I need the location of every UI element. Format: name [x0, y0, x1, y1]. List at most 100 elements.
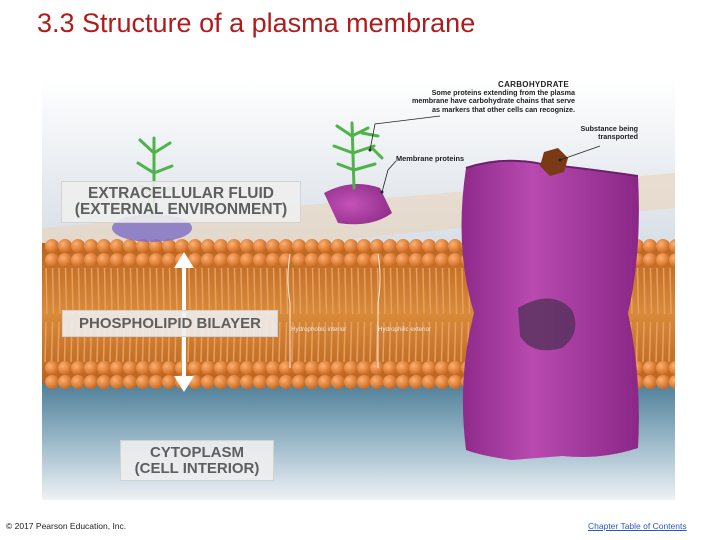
phospholipid-head: [357, 239, 371, 253]
fatty-acid-tail: [415, 267, 419, 315]
phospholipid-head: [214, 253, 228, 267]
phospholipid-head: [435, 239, 449, 253]
phospholipid-head: [240, 253, 254, 267]
fatty-acid-tail: [71, 267, 74, 315]
fatty-acid-tail: [643, 267, 646, 315]
fatty-acid-tail: [64, 267, 68, 315]
fatty-acid-tail: [44, 321, 47, 363]
fatty-acid-tail: [246, 267, 250, 315]
phospholipid-head: [123, 375, 137, 389]
fatty-acid-tail: [285, 267, 289, 315]
carbohydrate-chain-center: [332, 121, 384, 190]
phospholipid-head: [214, 239, 228, 253]
fatty-acid-tail: [284, 321, 288, 363]
phospholipid-head: [188, 361, 202, 375]
phospholipid-head: [396, 239, 410, 253]
fatty-acid-tail: [136, 267, 139, 315]
phospholipid-head: [136, 253, 150, 267]
phospholipid-head: [201, 375, 215, 389]
fatty-acid-tail: [149, 267, 152, 315]
extracellular-fluid-label-line: EXTRACELLULAR FLUID: [88, 185, 274, 202]
phospholipid-head: [370, 239, 384, 253]
phospholipid-head: [318, 239, 332, 253]
phospholipid-head: [422, 239, 436, 253]
phospholipid-head: [318, 361, 332, 375]
phospholipid-head: [318, 253, 332, 267]
fatty-acid-tail: [310, 321, 314, 363]
fatty-acid-tail: [51, 267, 55, 315]
phospholipid-head: [292, 375, 306, 389]
fatty-acid-tail: [84, 267, 87, 315]
phospholipid-head: [97, 361, 111, 375]
fatty-acid-tail: [668, 321, 671, 363]
fatty-acid-tail: [337, 267, 341, 315]
fatty-acid-tail: [655, 321, 658, 363]
fatty-acid-tail: [401, 321, 405, 363]
phospholipid-head: [58, 361, 72, 375]
substance-annotation-line: Substance being: [580, 124, 638, 133]
fatty-acid-tail: [129, 267, 133, 315]
fatty-acid-tail: [123, 267, 126, 315]
fatty-acid-tail: [375, 321, 379, 363]
fatty-acid-tail: [292, 267, 295, 315]
phospholipid-head: [422, 361, 436, 375]
fatty-acid-tail: [422, 267, 425, 315]
phospholipid-head: [409, 375, 423, 389]
fatty-acid-tail: [642, 321, 645, 363]
fatty-acid-tail: [110, 267, 113, 315]
phospholipid-head: [162, 361, 176, 375]
fatty-acid-tail: [278, 321, 281, 363]
layer-brackets: [287, 253, 381, 368]
phospholipid-head: [253, 239, 267, 253]
fatty-acid-tail: [103, 267, 107, 315]
fatty-acid-tail: [349, 321, 353, 363]
phospholipid-head: [292, 239, 306, 253]
phospholipid-head: [370, 375, 384, 389]
fatty-acid-tail: [266, 267, 269, 315]
phospholipid-head: [643, 253, 657, 267]
phospholipid-head: [97, 375, 111, 389]
fatty-acid-tail: [656, 267, 659, 315]
phospholipid-head: [162, 239, 176, 253]
phospholipid-head: [253, 375, 267, 389]
substance-annotation: Substance being transported: [560, 124, 638, 142]
phospholipid-head: [136, 375, 150, 389]
fatty-acid-tail: [453, 321, 457, 363]
fatty-acid-tail: [272, 267, 276, 315]
phospholipid-bilayer-label: PHOSPHOLIPID BILAYER: [62, 310, 278, 337]
copyright-notice: © 2017 Pearson Education, Inc.: [6, 521, 127, 531]
phospholipid-head: [435, 253, 449, 267]
fatty-acid-tail: [207, 267, 211, 315]
phospholipid-head: [175, 239, 189, 253]
phospholipid-head: [656, 239, 670, 253]
phospholipid-head: [253, 253, 267, 267]
fatty-acid-tail: [324, 267, 328, 315]
fatty-acid-tail: [362, 321, 366, 363]
phospholipid-head: [383, 375, 397, 389]
transported-substance: [540, 148, 568, 176]
phospholipid-head: [292, 253, 306, 267]
phospholipid-head: [279, 375, 293, 389]
fatty-acid-tail: [142, 267, 146, 315]
fatty-acid-tail: [441, 267, 445, 315]
phospholipid-head: [396, 375, 410, 389]
phospholipid-head: [149, 361, 163, 375]
phospholipid-head: [656, 361, 670, 375]
fatty-acid-tail: [57, 321, 60, 363]
phospholipid-head: [305, 375, 319, 389]
cytoplasm-label-line: (CELL INTERIOR): [134, 459, 260, 477]
phospholipid-head: [383, 253, 397, 267]
membrane-illustration: [42, 78, 675, 500]
phospholipid-head: [84, 253, 98, 267]
phospholipid-head: [266, 375, 280, 389]
phospholipid-head: [110, 375, 124, 389]
phospholipid-head: [110, 239, 124, 253]
fatty-acid-tail: [168, 267, 172, 315]
fatty-acid-tail: [402, 267, 406, 315]
fatty-acid-tail: [427, 321, 431, 363]
fatty-acid-tail: [77, 267, 81, 315]
fatty-acid-tail: [336, 321, 340, 363]
phospholipid-head: [396, 361, 410, 375]
fatty-acid-tail: [331, 267, 334, 315]
chapter-contents-link[interactable]: Chapter Table of Contents: [588, 521, 687, 531]
